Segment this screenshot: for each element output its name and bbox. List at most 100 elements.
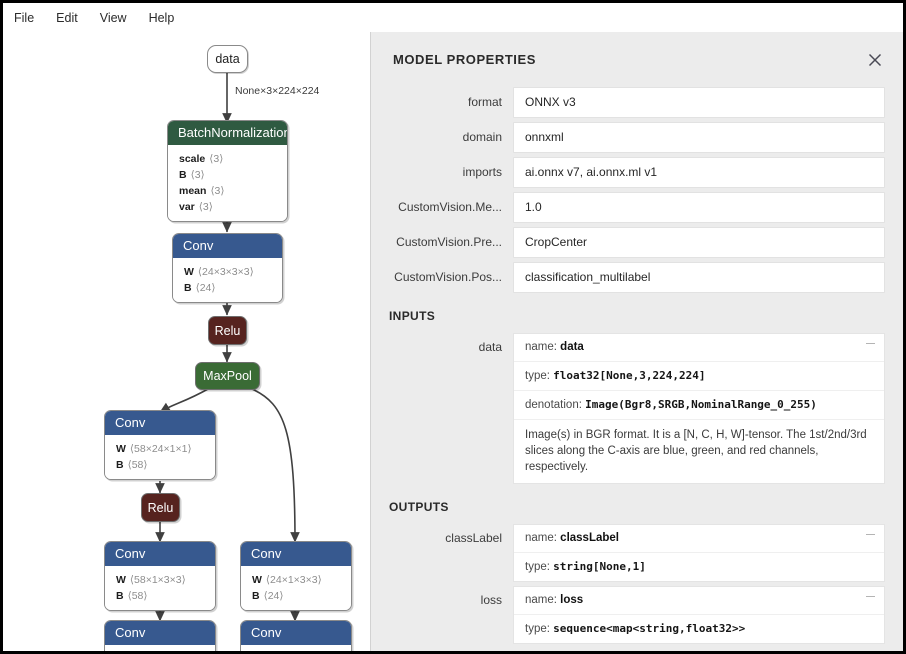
param-dim: ⟨3⟩ xyxy=(209,153,224,165)
property-label: domain xyxy=(462,130,502,144)
input-label: data xyxy=(478,340,502,354)
graph-node-conv-6[interactable]: Conv xyxy=(240,620,352,651)
close-icon[interactable] xyxy=(864,49,886,71)
outputs-section-title: OUTPUTS xyxy=(389,500,449,514)
property-label: CustomVision.Pos... xyxy=(394,270,502,284)
node-label: MaxPool xyxy=(203,369,252,383)
graph-edges xyxy=(155,73,300,622)
param-dim: ⟨58⟩ xyxy=(127,459,148,471)
param-name: W xyxy=(116,443,126,455)
param-name: mean xyxy=(179,185,207,197)
collapse-icon[interactable] xyxy=(866,534,875,535)
param-dim: ⟨24×1×3×3⟩ xyxy=(265,574,322,586)
menu-item-file[interactable]: File xyxy=(14,10,35,25)
property-value[interactable]: classification_multilabel xyxy=(513,262,885,293)
property-label: format xyxy=(467,95,502,109)
node-header: Conv xyxy=(173,234,282,258)
output-type-value: sequence<map<string,float32>> xyxy=(553,622,746,635)
output-row-loss: loss name: loss type: sequence<map<strin… xyxy=(371,586,885,644)
node-header: Conv xyxy=(241,542,351,566)
property-value[interactable]: onnxml xyxy=(513,122,885,153)
node-header: Conv xyxy=(105,621,215,645)
property-value[interactable]: ai.onnx v7, ai.onnx.ml v1 xyxy=(513,157,885,188)
input-type-key: type: xyxy=(525,370,550,382)
output-name-value: classLabel xyxy=(560,532,619,544)
param-dim: ⟨58×24×1×1⟩ xyxy=(129,443,192,455)
input-description: Image(s) in BGR format. It is a [N, C, H… xyxy=(525,429,867,473)
node-params xyxy=(241,645,351,651)
param-name: B xyxy=(184,282,192,294)
output-type-key: type: xyxy=(525,623,550,635)
graph-node-maxpool[interactable]: MaxPool xyxy=(195,362,260,390)
param-name: scale xyxy=(179,153,206,165)
input-name-line: name: data xyxy=(514,334,884,362)
output-name-value: loss xyxy=(560,594,584,606)
param-row: scale⟨3⟩ xyxy=(179,151,277,167)
node-label: data xyxy=(215,52,240,66)
menu-bar: File Edit View Help xyxy=(3,3,903,32)
node-header: Conv xyxy=(241,621,351,645)
param-row: W⟨58×24×1×1⟩ xyxy=(116,441,205,457)
node-params: W⟨24×3×3×3⟩ B⟨24⟩ xyxy=(173,258,282,302)
graph-node-conv-1[interactable]: Conv W⟨24×3×3×3⟩ B⟨24⟩ xyxy=(172,233,283,303)
graph-node-batchnormalization[interactable]: BatchNormalization scale⟨3⟩ B⟨3⟩ mean⟨3⟩… xyxy=(167,120,288,222)
property-label: imports xyxy=(462,165,502,179)
output-card: name: loss type: sequence<map<string,flo… xyxy=(513,586,885,644)
menu-item-help[interactable]: Help xyxy=(148,10,175,25)
graph-node-conv-5[interactable]: Conv xyxy=(104,620,216,651)
param-row: B⟨24⟩ xyxy=(184,280,272,296)
property-value[interactable]: CropCenter xyxy=(513,227,885,258)
node-label: Relu xyxy=(147,500,174,515)
param-name: B xyxy=(179,169,187,181)
param-name: B xyxy=(116,590,124,602)
param-row: B⟨24⟩ xyxy=(252,588,341,604)
param-row: mean⟨3⟩ xyxy=(179,183,277,199)
collapse-icon[interactable] xyxy=(866,343,875,344)
param-dim: ⟨3⟩ xyxy=(198,201,213,213)
graph-node-relu-1[interactable]: Relu xyxy=(208,316,247,345)
param-dim: ⟨3⟩ xyxy=(210,185,225,197)
graph-node-relu-2[interactable]: Relu xyxy=(141,493,180,522)
property-value[interactable]: 1.0 xyxy=(513,192,885,223)
input-row-data: data name: data type: float32[None,3,224… xyxy=(371,333,885,484)
output-card: name: classLabel type: string[None,1] xyxy=(513,524,885,582)
output-type-line: type: sequence<map<string,float32>> xyxy=(514,615,884,643)
param-name: W xyxy=(184,266,194,278)
inputs-section-title: INPUTS xyxy=(389,309,436,323)
param-dim: ⟨24⟩ xyxy=(195,282,216,294)
param-row: W⟨24×3×3×3⟩ xyxy=(184,264,272,280)
param-dim: ⟨58×1×3×3⟩ xyxy=(129,574,186,586)
param-dim: ⟨3⟩ xyxy=(190,169,205,181)
input-denotation-line: denotation: Image(Bgr8,SRGB,NominalRange… xyxy=(514,391,884,420)
panel-header: MODEL PROPERTIES xyxy=(371,32,903,87)
menu-item-edit[interactable]: Edit xyxy=(56,10,78,25)
property-value[interactable]: ONNX v3 xyxy=(513,87,885,118)
param-row: B⟨3⟩ xyxy=(179,167,277,183)
graph-node-conv-2[interactable]: Conv W⟨58×24×1×1⟩ B⟨58⟩ xyxy=(104,410,216,480)
property-row-customvision-preprocess: CustomVision.Pre... CropCenter xyxy=(371,227,885,258)
param-row: B⟨58⟩ xyxy=(116,457,205,473)
input-type-line: type: float32[None,3,224,224] xyxy=(514,362,884,391)
netron-window: File Edit View Help xyxy=(3,3,903,651)
property-label: CustomVision.Pre... xyxy=(396,235,502,249)
graph-node-conv-4[interactable]: Conv W⟨24×1×3×3⟩ B⟨24⟩ xyxy=(240,541,352,611)
graph-node-data[interactable]: data xyxy=(207,45,248,73)
node-params: W⟨58×1×3×3⟩ B⟨58⟩ xyxy=(105,566,215,610)
output-name-line: name: loss xyxy=(514,587,884,615)
input-name-value: data xyxy=(560,341,584,353)
param-row: W⟨58×1×3×3⟩ xyxy=(116,572,205,588)
input-name-key: name: xyxy=(525,341,557,353)
output-type-line: type: string[None,1] xyxy=(514,553,884,581)
node-params: W⟨24×1×3×3⟩ B⟨24⟩ xyxy=(241,566,351,610)
model-graph-canvas[interactable]: None×3×224×224 data BatchNormalization s… xyxy=(3,32,370,651)
output-type-value: string[None,1] xyxy=(553,560,646,573)
menu-item-view[interactable]: View xyxy=(99,10,127,25)
collapse-icon[interactable] xyxy=(866,596,875,597)
param-name: W xyxy=(116,574,126,586)
output-name-line: name: classLabel xyxy=(514,525,884,553)
node-label: Relu xyxy=(214,323,241,338)
output-type-key: type: xyxy=(525,561,550,573)
graph-node-conv-3[interactable]: Conv W⟨58×1×3×3⟩ B⟨58⟩ xyxy=(104,541,216,611)
property-row-customvision-metadata: CustomVision.Me... 1.0 xyxy=(371,192,885,223)
input-denotation-value: Image(Bgr8,SRGB,NominalRange_0_255) xyxy=(585,398,817,411)
